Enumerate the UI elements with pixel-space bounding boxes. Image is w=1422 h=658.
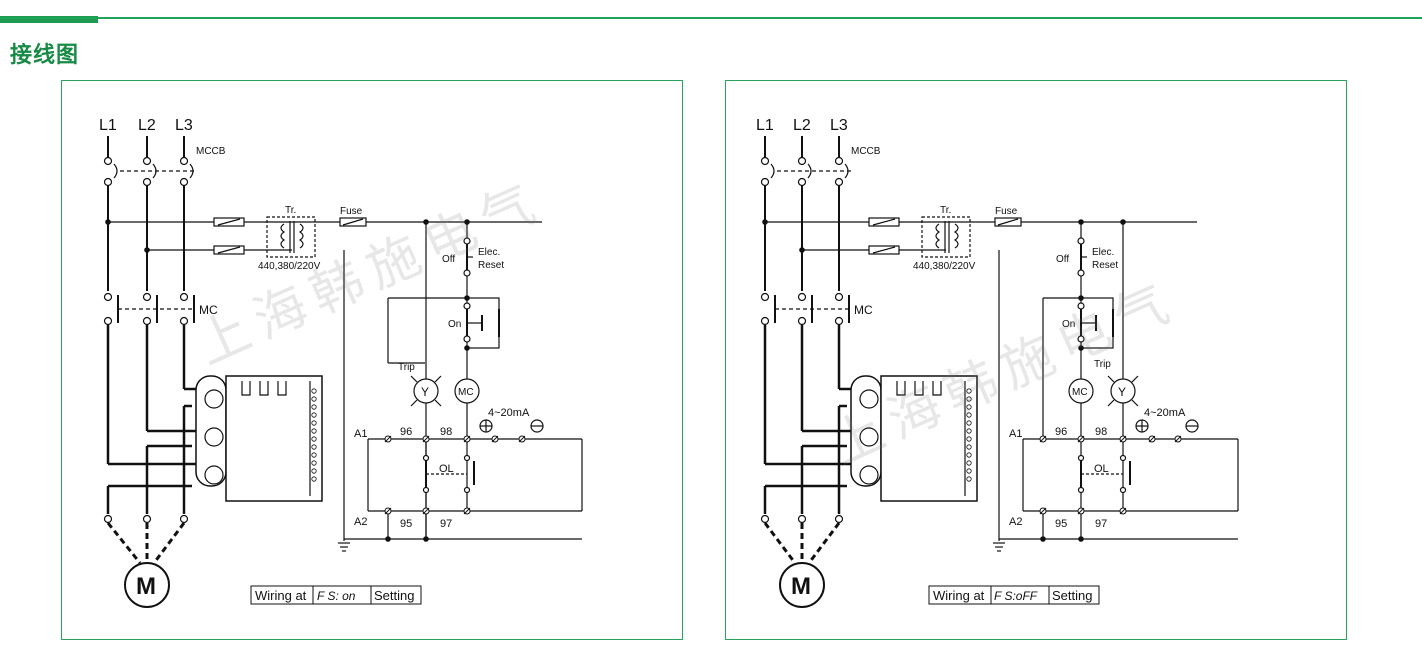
label-a1: A1: [354, 428, 367, 440]
label-terminal-95: 95: [1055, 518, 1067, 530]
label-terminal-96: 96: [400, 426, 412, 438]
wiring-diagram-svg: L1 L2 L3 MCCB Tr. Fuse 440,380/220V Off …: [99, 117, 583, 608]
label-fuse: Fuse: [995, 206, 1018, 217]
label-terminal-97: 97: [440, 518, 452, 530]
label-voltage: 440,380/220V: [258, 261, 321, 272]
label-l1: L1: [756, 117, 774, 134]
label-a2: A2: [354, 516, 367, 528]
caption-fs-display: F S: on: [317, 589, 356, 603]
wiring-diagram-svg: L1 L2 L3 MCCB Tr. Fuse 440,380/220V Off …: [756, 117, 1239, 608]
page-title: 接线图: [10, 43, 80, 68]
label-a2: A2: [1009, 516, 1022, 528]
label-l2: L2: [138, 117, 156, 134]
label-terminal-95: 95: [400, 518, 412, 530]
wiring-diagram-fs-off: L1 L2 L3 MCCB Tr. Fuse 440,380/220V Off …: [725, 80, 1347, 640]
wiring-diagram-fs-on: L1 L2 L3 MCCB Tr. Fuse 440,380/220V Off …: [61, 80, 683, 640]
label-mccb: MCCB: [851, 146, 881, 157]
label-trip: Trip: [1094, 359, 1111, 370]
label-off: Off: [442, 254, 455, 265]
caption-setting: Setting: [374, 588, 414, 603]
label-trip-lamp: Y: [1118, 385, 1126, 399]
label-motor: M: [136, 573, 156, 600]
label-on: On: [1062, 319, 1075, 330]
label-mc-contact: MC: [199, 303, 218, 317]
label-l3: L3: [175, 117, 193, 134]
label-terminal-96: 96: [1055, 426, 1067, 438]
label-reset: Reset: [1092, 260, 1118, 271]
label-terminal-97: 97: [1095, 518, 1107, 530]
label-motor: M: [791, 573, 811, 600]
label-l2: L2: [793, 117, 811, 134]
label-terminal-98: 98: [1095, 426, 1107, 438]
label-elec: Elec.: [478, 247, 500, 258]
label-terminal-98: 98: [440, 426, 452, 438]
label-current: 4~20mA: [1144, 407, 1186, 419]
caption-setting: Setting: [1052, 588, 1092, 603]
label-trip: Trip: [398, 362, 415, 373]
label-l3: L3: [830, 117, 848, 134]
label-elec: Elec.: [1092, 247, 1114, 258]
label-trip-lamp: Y: [421, 385, 429, 399]
label-mc-coil: MC: [1072, 387, 1088, 398]
label-mc-coil: MC: [458, 387, 474, 398]
header-rule: [0, 17, 1422, 19]
label-ol: OL: [1094, 463, 1109, 475]
label-reset: Reset: [478, 260, 504, 271]
label-mc-contact: MC: [854, 303, 873, 317]
label-a1: A1: [1009, 428, 1022, 440]
label-transformer: Tr.: [940, 205, 951, 216]
title-accent-bar: [0, 16, 98, 23]
caption-wiring-at: Wiring at: [933, 588, 985, 603]
label-ol: OL: [439, 463, 454, 475]
caption-fs-display: F S:oFF: [994, 589, 1038, 603]
label-mccb: MCCB: [196, 146, 226, 157]
label-transformer: Tr.: [285, 205, 296, 216]
label-off: Off: [1056, 254, 1069, 265]
caption-wiring-at: Wiring at: [255, 588, 307, 603]
label-current: 4~20mA: [488, 407, 530, 419]
label-voltage: 440,380/220V: [913, 261, 976, 272]
label-on: On: [448, 319, 461, 330]
label-fuse: Fuse: [340, 206, 363, 217]
label-l1: L1: [99, 117, 117, 134]
